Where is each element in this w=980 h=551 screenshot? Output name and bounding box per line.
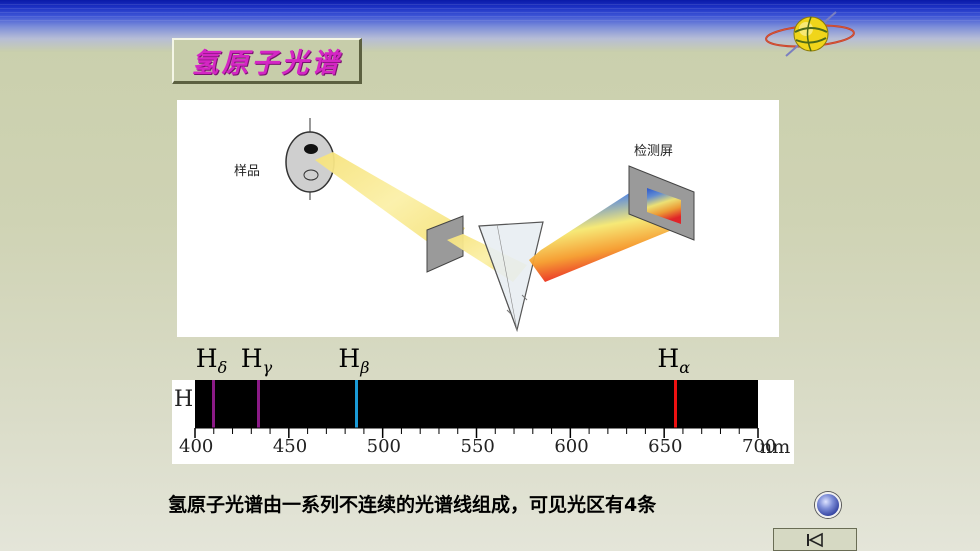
spectrum-panel: H 400 450 500 550 600 650 700 nm — [172, 380, 794, 464]
spectral-line-label: Hα — [657, 344, 690, 377]
tick-label: 550 — [460, 436, 495, 457]
line-symbol: H — [338, 344, 361, 373]
spectral-line-label: Hδ — [196, 344, 227, 377]
screen-label: 检测屏 — [634, 144, 674, 159]
tick-label: 700 — [742, 436, 777, 457]
sample-label: 样品 — [234, 164, 261, 179]
slit-plate — [426, 215, 464, 273]
spectral-line — [354, 380, 358, 428]
spectrum-bar — [195, 380, 758, 428]
spectral-line — [257, 380, 261, 428]
line-subscript: α — [679, 358, 691, 377]
spectral-line-label: Hγ — [241, 344, 272, 377]
line-subscript: γ — [262, 358, 273, 377]
first-slide-button[interactable] — [773, 528, 857, 551]
spectral-line — [673, 380, 677, 428]
sample-lamp — [285, 118, 335, 200]
first-slide-icon — [807, 532, 823, 547]
tick-label: 600 — [554, 436, 589, 457]
slide-title: 氢原子光谱 — [191, 48, 342, 79]
globe-orbit-icon — [765, 11, 855, 57]
tick-label: 500 — [366, 436, 402, 457]
tick-label: 450 — [272, 436, 308, 457]
slide-caption: 氢原子光谱由一系列不连续的光谱线组成，可见光区有4条 — [168, 494, 657, 516]
line-subscript: δ — [217, 358, 228, 377]
line-symbol: H — [195, 344, 218, 373]
spectrum-axis — [194, 427, 759, 438]
axis-unit: nm — [760, 436, 791, 458]
detector-screen — [628, 165, 695, 241]
globe-logo — [762, 6, 858, 62]
element-label: H — [174, 387, 194, 412]
prism — [478, 221, 544, 333]
line-symbol: H — [657, 344, 680, 373]
slide-title-box: 氢原子光谱 — [172, 38, 362, 84]
spectral-line — [212, 380, 216, 428]
tick-label: 650 — [648, 436, 683, 457]
spectral-line-label: Hβ — [338, 344, 369, 377]
prism-diagram: 样品 检测屏 — [177, 100, 779, 337]
line-subscript: β — [360, 358, 370, 377]
prism-diagram-svg — [285, 118, 695, 333]
line-symbol: H — [240, 344, 263, 373]
round-button-icon[interactable] — [815, 492, 841, 518]
tick-label: 400 — [179, 436, 214, 457]
